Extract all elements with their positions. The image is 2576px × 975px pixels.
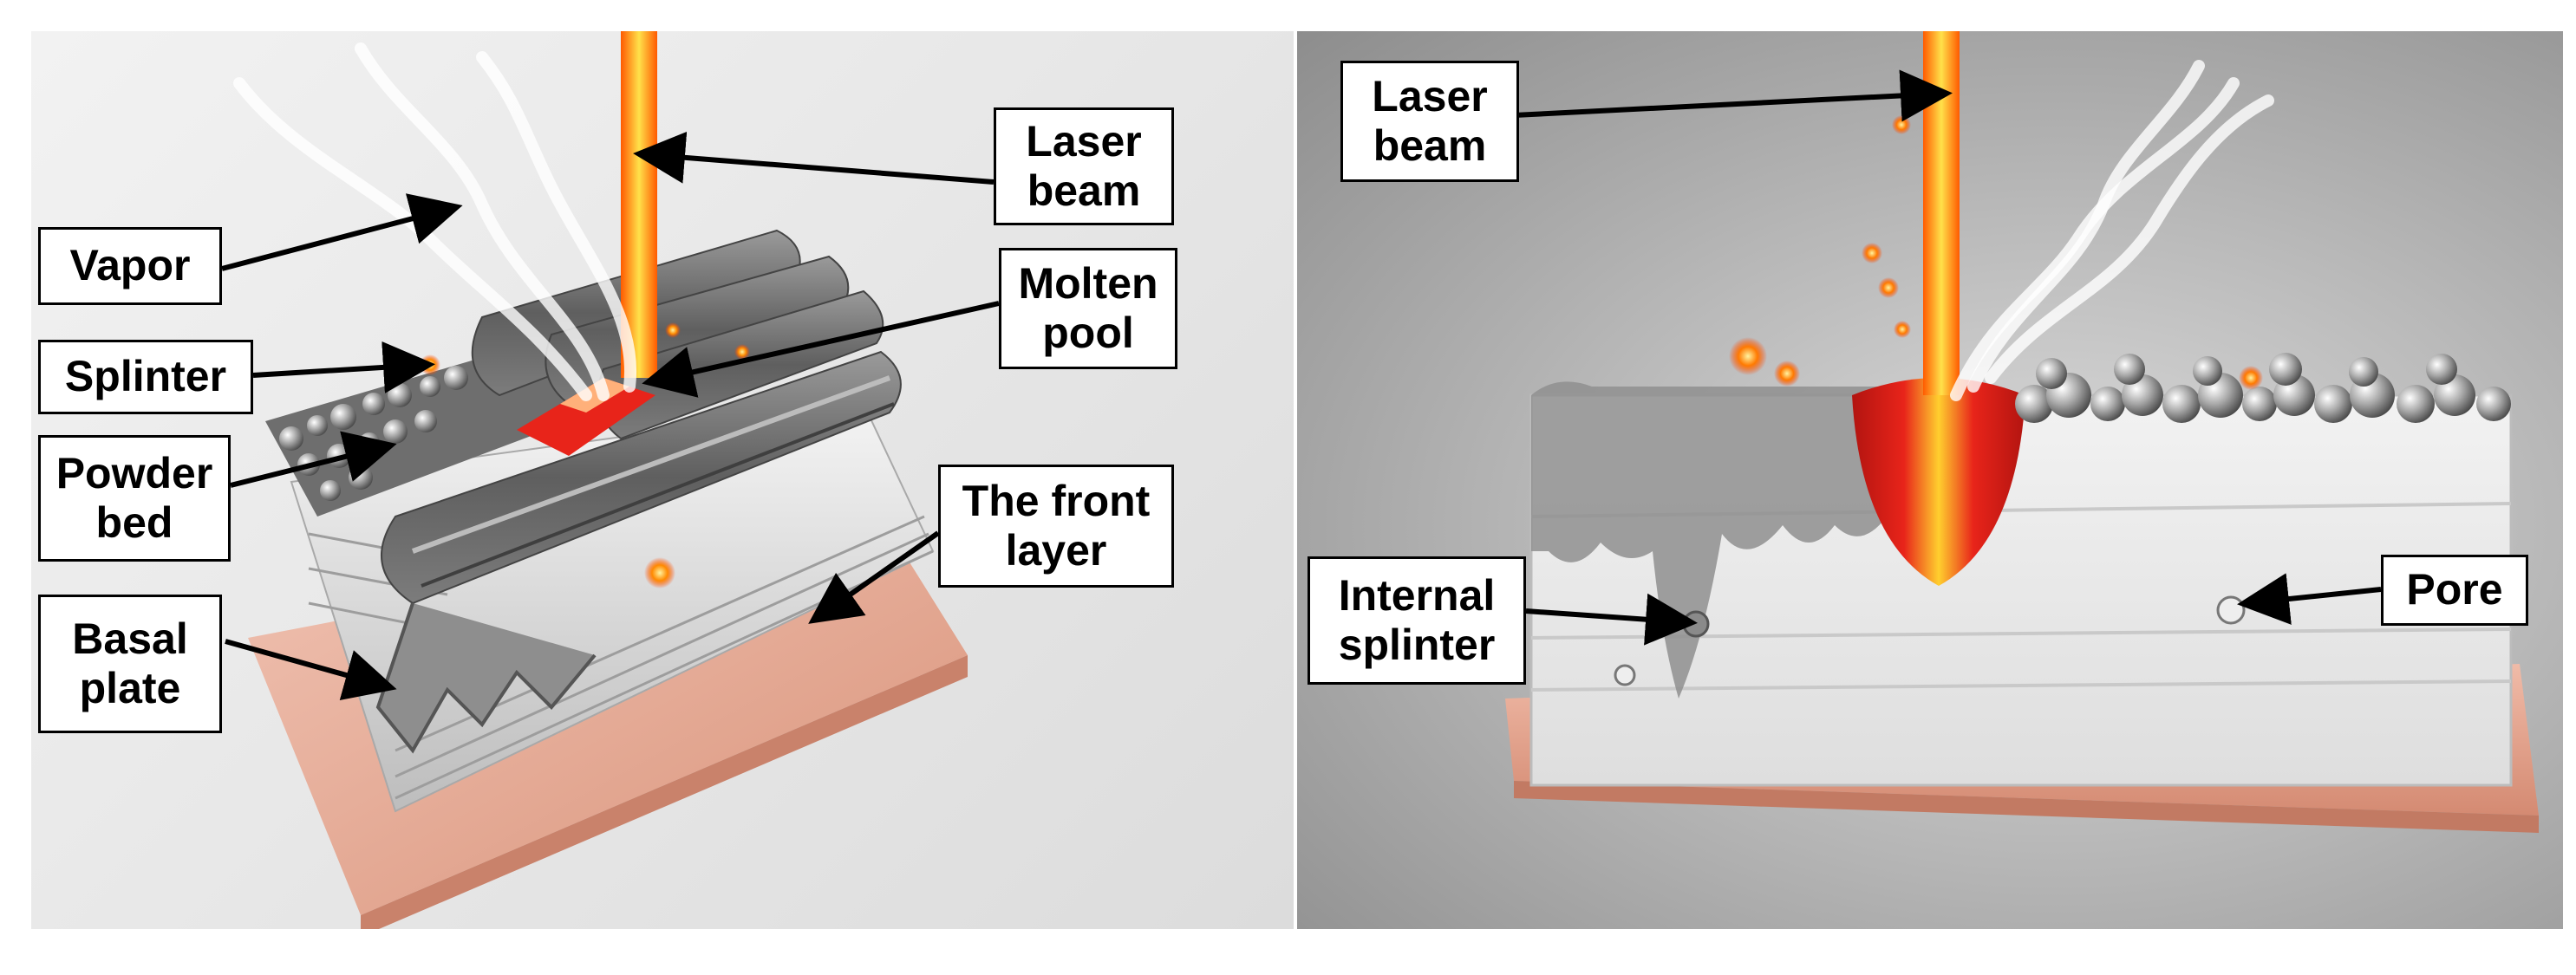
label-pore: Pore	[2381, 555, 2528, 626]
spark	[420, 354, 440, 375]
label-right-laser-beam: Laser beam	[1340, 61, 1519, 182]
spark	[1862, 243, 1882, 263]
spark	[1894, 321, 1911, 338]
label-splinter: Splinter	[38, 340, 253, 414]
label-basal-plate: Basal plate	[38, 595, 222, 733]
pore-shape	[1614, 664, 1636, 686]
spark	[734, 344, 750, 360]
pore-shape	[2216, 595, 2246, 625]
spark	[665, 322, 681, 338]
label-internal-splinter: Internal splinter	[1308, 556, 1526, 685]
spark	[644, 557, 675, 588]
label-powder-bed: Powder bed	[38, 435, 231, 562]
label-molten-pool: Molten pool	[999, 248, 1177, 369]
solidified-layer	[1531, 381, 1887, 699]
spark	[1774, 361, 1800, 387]
spark	[1892, 115, 1911, 134]
powder-spheres	[2015, 353, 2511, 423]
spark	[1878, 277, 1899, 298]
label-vapor: Vapor	[38, 227, 222, 305]
right-illustration	[1505, 31, 2539, 833]
internal-splinter-shape	[1682, 610, 1710, 638]
molten-pool-shape	[517, 378, 655, 456]
molten-pool-shape	[1852, 378, 2025, 586]
spark	[1729, 337, 1767, 375]
spark	[2239, 366, 2263, 390]
label-laser-beam: Laser beam	[994, 107, 1174, 225]
label-front-layer: The front layer	[938, 465, 1174, 588]
right-panel	[1297, 31, 2563, 929]
laser-beam-shape	[1923, 31, 1960, 395]
vapor-plume	[1950, 60, 2274, 401]
